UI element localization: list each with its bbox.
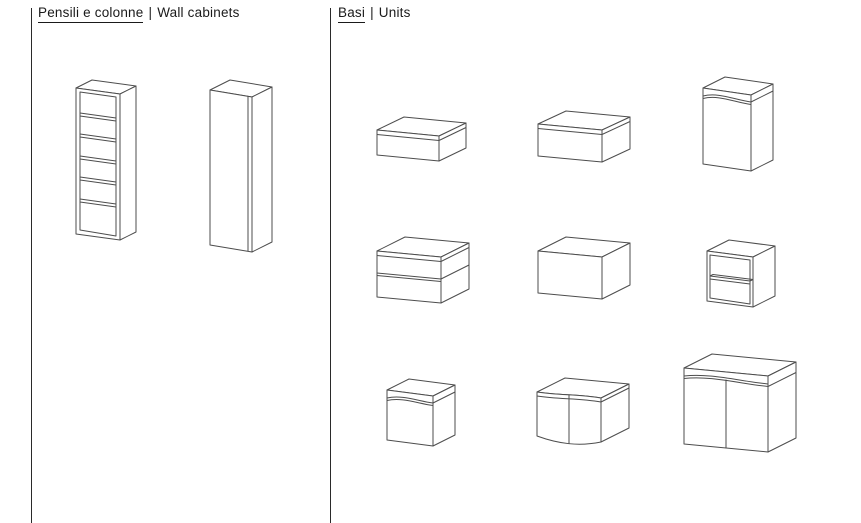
section-divider [330, 8, 331, 523]
two-drawer-base-unit-drawing [374, 233, 474, 311]
wall-cabinets-header: Pensili e colonne | Wall cabinets [38, 5, 240, 23]
flap-door-base-unit-drawing [535, 108, 635, 170]
units-header: Basi | Units [338, 5, 411, 23]
single-drawer-base-unit-drawing [374, 114, 472, 170]
wall-cabinets-title-english: Wall cabinets [157, 5, 240, 20]
open-cube-shelf-unit-drawing [704, 235, 778, 313]
tall-column-cabinet-drawing [206, 68, 278, 254]
units-title-separator: | [370, 5, 374, 20]
wall-cabinets-title-separator: | [148, 5, 153, 20]
units-title-italian: Basi [338, 5, 366, 23]
single-door-base-unit-drawing [535, 233, 635, 307]
tall-open-shelf-unit-drawing [72, 70, 142, 242]
wall-cabinets-title-italian: Pensili e colonne [38, 5, 144, 23]
small-single-door-cube-unit-drawing [384, 372, 460, 452]
units-title-english: Units [378, 5, 411, 20]
large-two-door-base-unit-drawing [681, 346, 801, 458]
tall-single-door-unit-drawing [700, 70, 778, 172]
curved-two-door-base-unit-drawing [534, 372, 636, 452]
left-section-rule [31, 8, 32, 523]
